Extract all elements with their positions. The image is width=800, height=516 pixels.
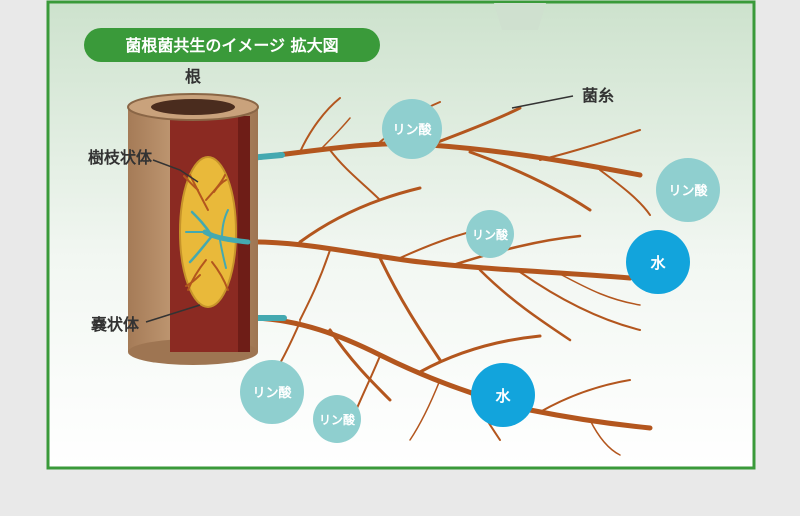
svg-text:リン酸: リン酸 [319,412,356,427]
svg-text:水: 水 [650,254,666,272]
svg-text:リン酸: リン酸 [668,183,708,199]
bubble-phosphate: リン酸 [240,360,304,424]
svg-text:水: 水 [495,387,511,405]
label-root: 根 [185,67,201,86]
label-arbuscule: 樹枝状体 [88,148,153,167]
bubble-phosphate: リン酸 [466,210,514,258]
svg-text:リン酸: リン酸 [252,385,292,401]
svg-text:リン酸: リン酸 [392,122,432,138]
label-hyphae: 菌糸 [582,86,614,105]
title-pill [84,28,380,62]
arbuscule-core [185,209,251,269]
bubble-water: 水 [626,230,690,294]
bubble-phosphate: リン酸 [382,99,442,159]
bubble-water: 水 [471,363,535,427]
bubble-phosphate: リン酸 [313,395,361,443]
arbuscule [183,174,229,291]
diagram-title: 菌根菌共生のイメージ 拡大図 [125,36,338,55]
label-vesicle: 嚢状体 [90,315,140,334]
callout-lines [145,95,574,323]
svg-text:リン酸: リン酸 [472,227,509,242]
bubble-phosphate: リン酸 [656,158,720,222]
frame-notch [494,3,546,30]
